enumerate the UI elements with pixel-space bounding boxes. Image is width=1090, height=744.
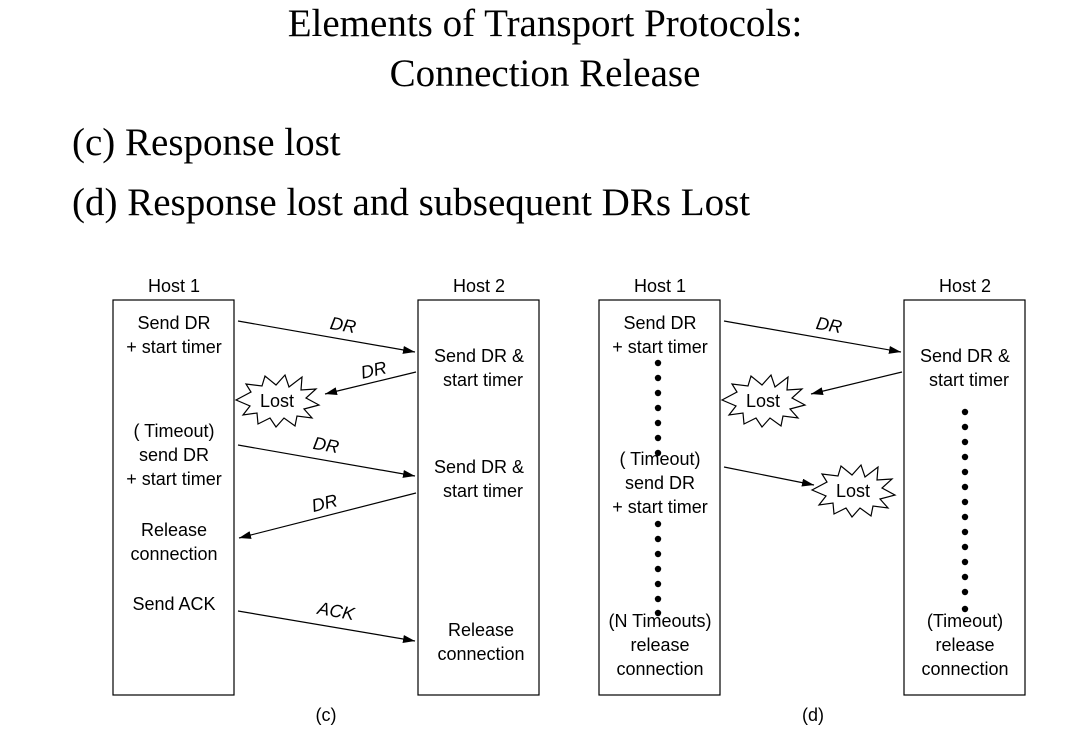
c-h1-event-3-line-1: Release — [141, 520, 207, 540]
c-h1-event-1-line-1: Send DR — [137, 313, 210, 333]
d-host2-header: Host 2 — [939, 276, 991, 296]
d-response-arrow — [810, 371, 903, 396]
c-dr-arrow-1 — [237, 320, 416, 354]
bullet-response-and-drs-lost: (d) Response lost and subsequent DRs Los… — [72, 181, 751, 224]
d-h1-event-2-line-3: + start timer — [612, 497, 708, 517]
c-host1-header: Host 1 — [148, 276, 200, 296]
d-h1-event-1-line-1: Send DR — [623, 313, 696, 333]
c-h2-event-1-line-1: Send DR & — [434, 346, 524, 366]
d-dr-label-1: DR — [815, 313, 844, 337]
c-ack-arrow — [237, 610, 416, 643]
d-h1-event-3-line-3: connection — [616, 659, 703, 679]
d-h1-event-2-line-2: send DR — [625, 473, 695, 493]
d-h1-event-3-line-1: (N Timeouts) — [608, 611, 711, 631]
c-h2-event-2-line-2: start timer — [443, 481, 523, 501]
d-host2-timeout-dots — [961, 408, 969, 613]
d-h2-event-1-line-2: start timer — [929, 370, 1009, 390]
d-host1-box — [598, 299, 721, 696]
c-h1-event-3-line-2: connection — [130, 544, 217, 564]
d-lost-label-1: Lost — [746, 391, 780, 411]
c-dr-arrow-2 — [324, 371, 417, 396]
c-ack-label: ACK — [315, 598, 357, 624]
d-host1-timeout-dots — [654, 359, 662, 617]
slide-title-line-1: Elements of Transport Protocols: — [287, 2, 803, 45]
slide-title-line-2: Connection Release — [389, 52, 701, 95]
c-h1-event-2-line-2: send DR — [139, 445, 209, 465]
d-host2-box — [903, 299, 1026, 696]
d-h1-event-2-line-1: ( Timeout) — [619, 449, 700, 469]
c-lost-label: Lost — [260, 391, 294, 411]
d-h2-event-2-line-1: (Timeout) — [927, 611, 1003, 631]
c-lost-burst-icon — [234, 373, 321, 428]
d-lost-label-2: Lost — [836, 481, 870, 501]
c-h1-event-1-line-2: + start timer — [126, 337, 222, 357]
d-h2-event-2-line-3: connection — [921, 659, 1008, 679]
d-host1-header: Host 1 — [634, 276, 686, 296]
c-h2-event-3-line-2: connection — [437, 644, 524, 664]
diagram-d: Host 1 Host 2 Send DR + s — [598, 276, 1026, 725]
c-dr-label-1: DR — [329, 313, 358, 337]
d-h2-event-2-line-2: release — [935, 635, 994, 655]
c-h1-event-4-line-1: Send ACK — [132, 594, 215, 614]
c-dr-label-2: DR — [359, 357, 389, 382]
c-dr-label-3: DR — [312, 433, 341, 457]
d-h1-event-1-line-2: + start timer — [612, 337, 708, 357]
d-lost-burst-icon-2 — [810, 463, 897, 518]
c-host2-header: Host 2 — [453, 276, 505, 296]
d-caption: (d) — [802, 705, 824, 725]
d-h1-event-3-line-2: release — [630, 635, 689, 655]
c-h1-event-2-line-1: ( Timeout) — [133, 421, 214, 441]
c-h2-event-1-line-2: start timer — [443, 370, 523, 390]
c-dr-label-4: DR — [310, 490, 340, 516]
c-caption: (c) — [316, 705, 337, 725]
c-dr-arrow-3 — [237, 444, 416, 478]
c-h1-event-2-line-3: + start timer — [126, 469, 222, 489]
c-host1-box — [112, 299, 235, 696]
c-h2-event-2-line-1: Send DR & — [434, 457, 524, 477]
d-retry-arrow — [723, 466, 815, 487]
c-h2-event-3-line-1: Release — [448, 620, 514, 640]
d-h2-event-1-line-1: Send DR & — [920, 346, 1010, 366]
c-dr-arrow-4 — [238, 492, 417, 539]
diagram-c: Host 1 Host 2 Send DR + start timer ( Ti… — [112, 276, 540, 725]
c-host2-box — [417, 299, 540, 696]
d-lost-burst-icon-1 — [720, 373, 807, 428]
d-dr-arrow-1 — [723, 320, 902, 354]
bullet-response-lost: (c) Response lost — [72, 121, 341, 164]
